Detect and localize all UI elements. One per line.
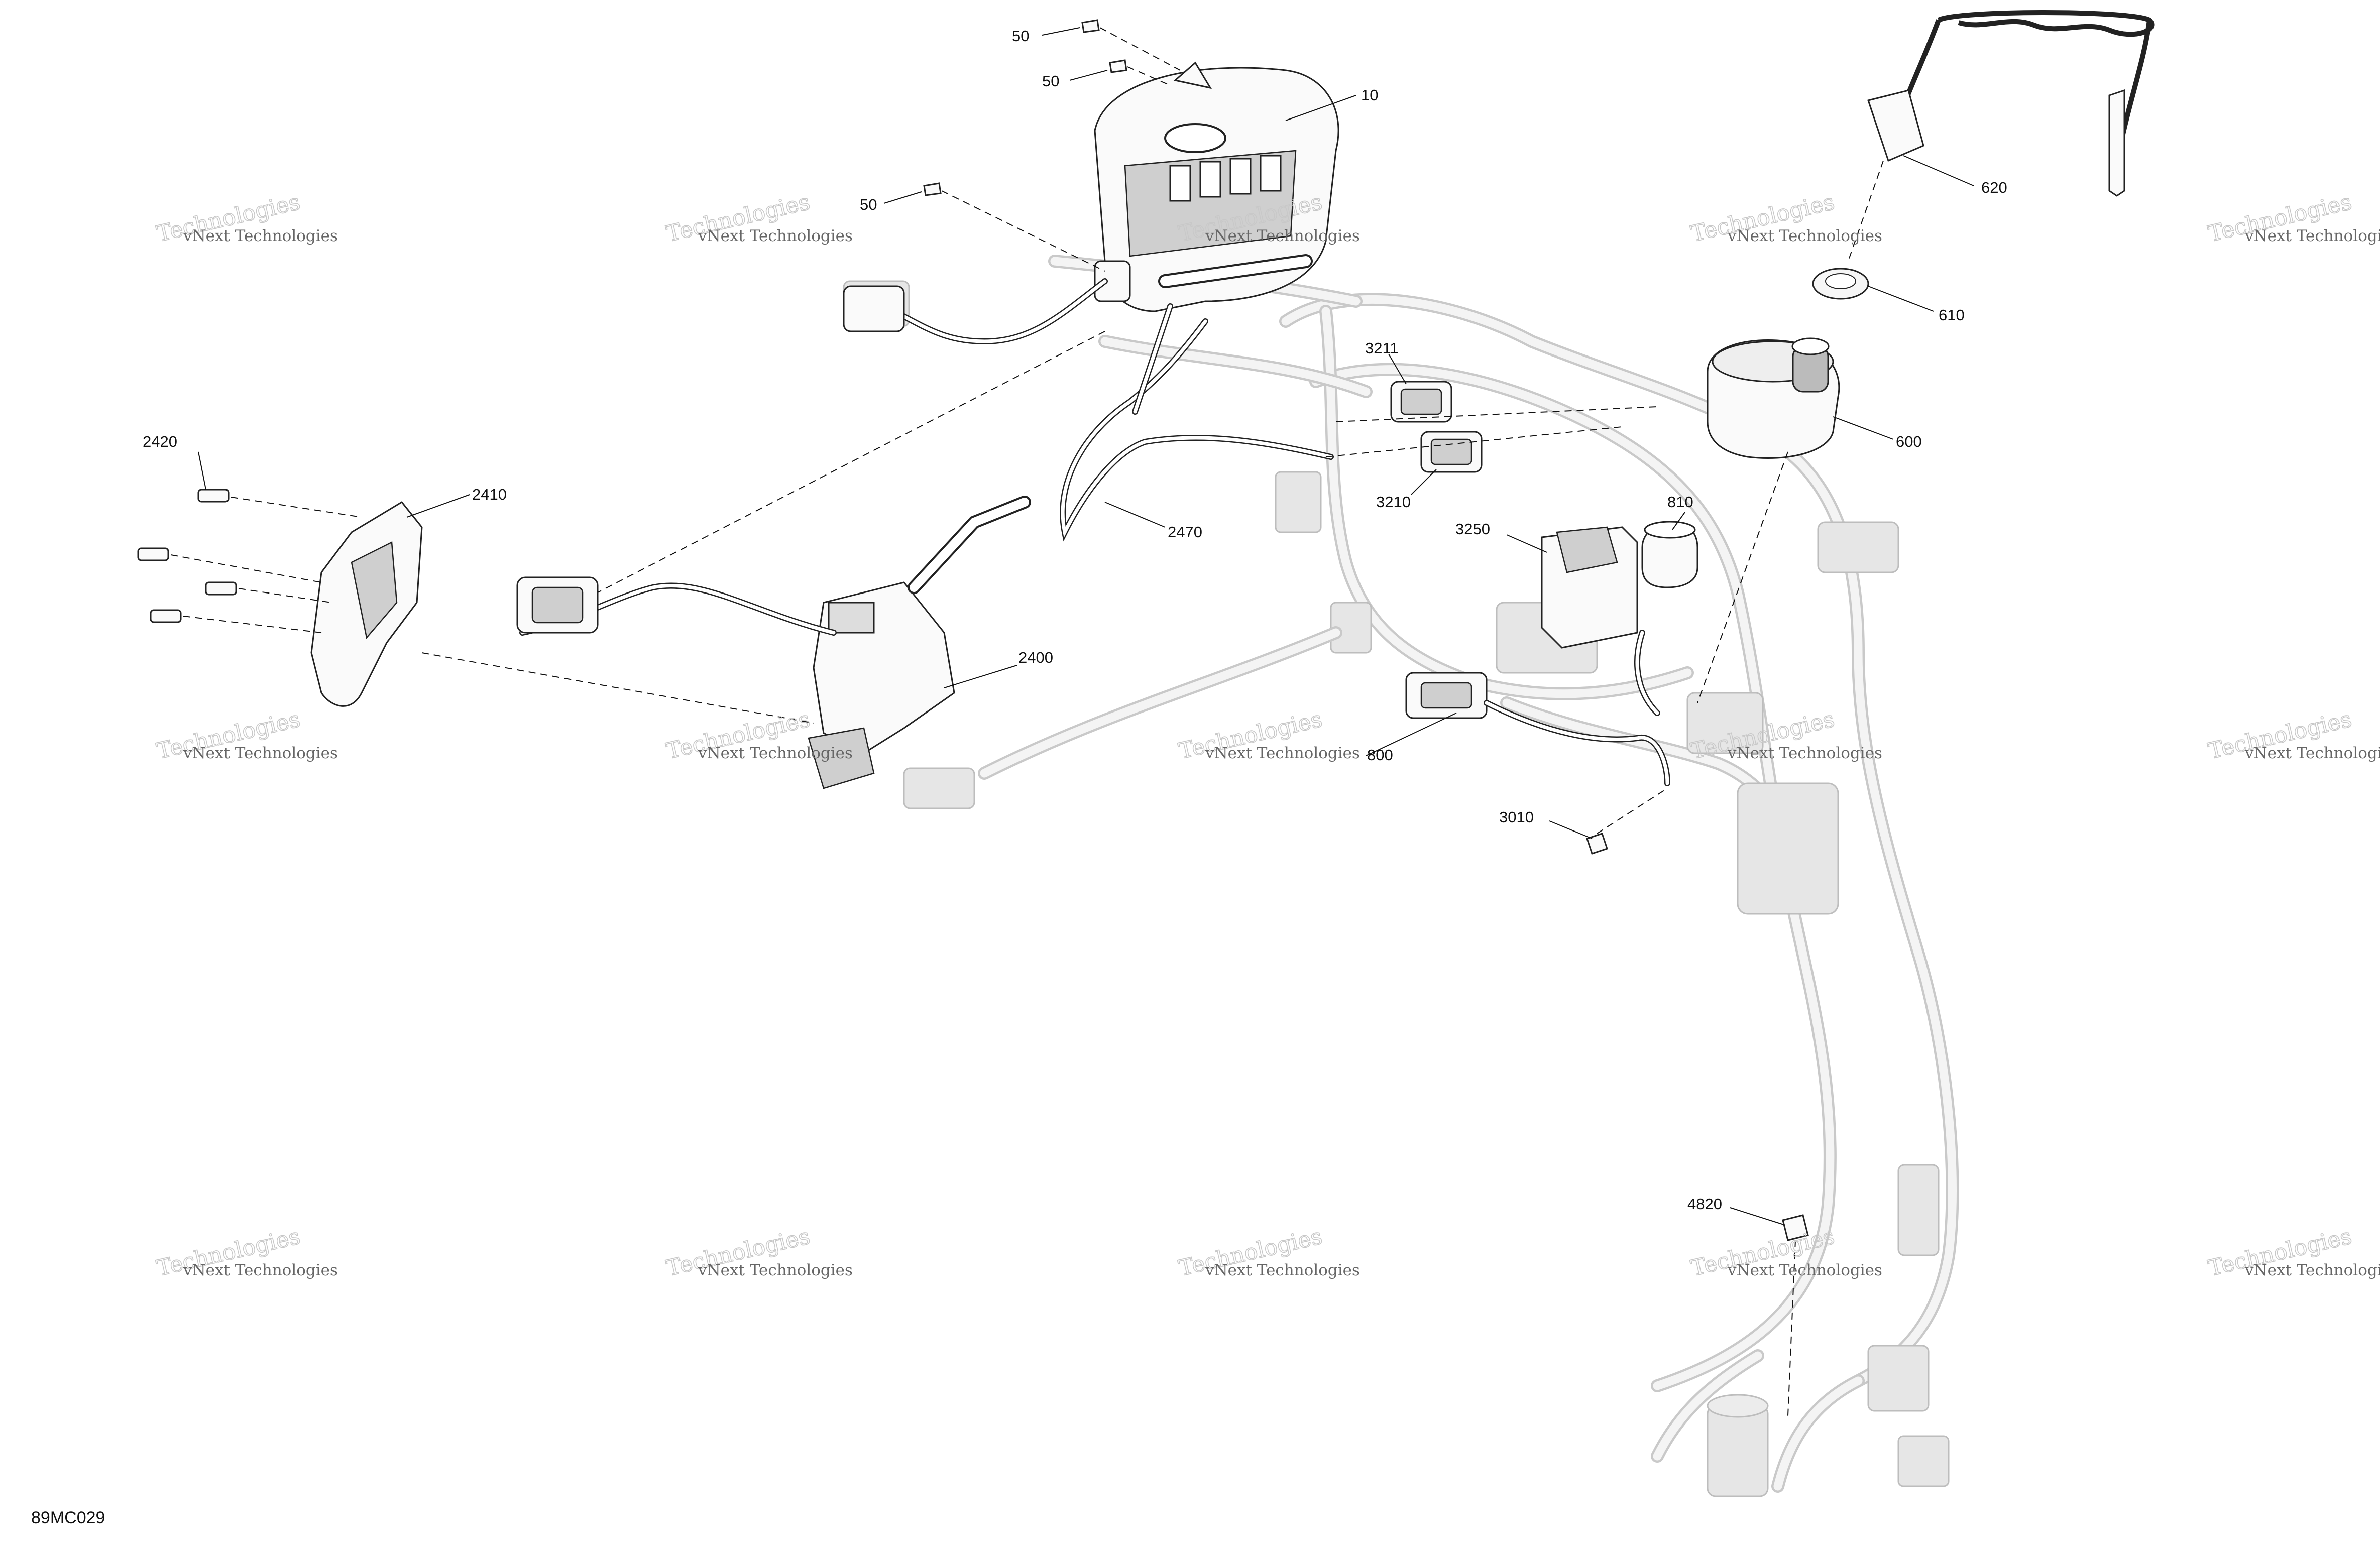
watermark-text: vNext Technologies	[1727, 744, 1882, 762]
handlebar-rod	[1158, 254, 1313, 288]
watermark-text: vNext Technologies	[2244, 227, 2380, 245]
callout-leaders	[198, 27, 1974, 1226]
callout-2410: 2410	[472, 486, 507, 503]
dess-tether	[1867, 10, 2155, 197]
screws-2420	[137, 489, 237, 623]
callout-3211: 3211	[1365, 339, 1399, 357]
handle-cover-2410	[310, 501, 423, 707]
callout-2470: 2470	[1168, 523, 1202, 541]
callout-3250: 3250	[1455, 520, 1490, 538]
callout-600: 600	[1896, 433, 1922, 450]
watermark-text: vNext Technologies	[698, 1261, 853, 1279]
callout-620: 620	[1981, 179, 2007, 196]
watermark-text: vNext Technologies	[183, 1261, 338, 1279]
watermark-text: vNext Technologies	[183, 227, 338, 245]
watermark-text: vNext Technologies	[1727, 227, 1882, 245]
watermark-text: vNext Technologies	[698, 744, 853, 762]
callout-610: 610	[1939, 306, 1965, 324]
instrument-cluster	[1094, 61, 1339, 312]
callout-50-left: 50	[860, 196, 877, 213]
callout-2400: 2400	[1018, 649, 1053, 666]
callout-50-middle: 50	[1042, 72, 1059, 90]
watermarks: Technologies vNext Technologies Technolo…	[154, 189, 2380, 1282]
harness-800	[1405, 630, 1670, 786]
callout-labels: 50 50 50 10 620 610 600 3211 3210 2470 2…	[143, 27, 2007, 1213]
connectors-3210-3211	[1390, 381, 1483, 473]
callout-3010: 3010	[1499, 808, 1534, 826]
buzzer-810	[1641, 521, 1698, 588]
nut-4820	[1782, 1214, 1809, 1241]
dashed-leaders	[170, 27, 1884, 1416]
background-frame	[843, 255, 1959, 1493]
watermark-text: vNext Technologies	[1727, 1261, 1882, 1279]
callout-810: 810	[1667, 493, 1693, 511]
handlebar-switch-2400	[516, 496, 1031, 789]
nut-3010	[1586, 833, 1608, 855]
watermark-text: vNext Technologies	[2244, 744, 2380, 762]
watermark-text: vNext Technologies	[698, 227, 853, 245]
watermark-text: vNext Technologies	[1205, 227, 1360, 245]
cluster-pigtail	[843, 278, 1108, 345]
watermark-text: vNext Technologies	[2244, 1261, 2380, 1279]
screws-50	[923, 19, 1127, 196]
callout-3210: 3210	[1376, 493, 1411, 511]
watermark-text: vNext Technologies	[1205, 1261, 1360, 1279]
watermark-text: vNext Technologies	[1205, 744, 1360, 762]
callout-4820: 4820	[1687, 1195, 1722, 1213]
callout-2420: 2420	[143, 433, 177, 450]
dess-ring	[1812, 268, 1869, 300]
wire-harness	[1060, 303, 1334, 542]
callout-50-top: 50	[1012, 27, 1029, 45]
dess-post	[1707, 337, 1840, 459]
solenoid-assembly	[1707, 1394, 1769, 1497]
callout-10: 10	[1361, 86, 1378, 104]
watermark-text: vNext Technologies	[183, 744, 338, 762]
switch-3250	[1541, 526, 1638, 649]
callout-800: 800	[1367, 746, 1393, 764]
figure-code: 89MC029	[31, 1508, 105, 1527]
